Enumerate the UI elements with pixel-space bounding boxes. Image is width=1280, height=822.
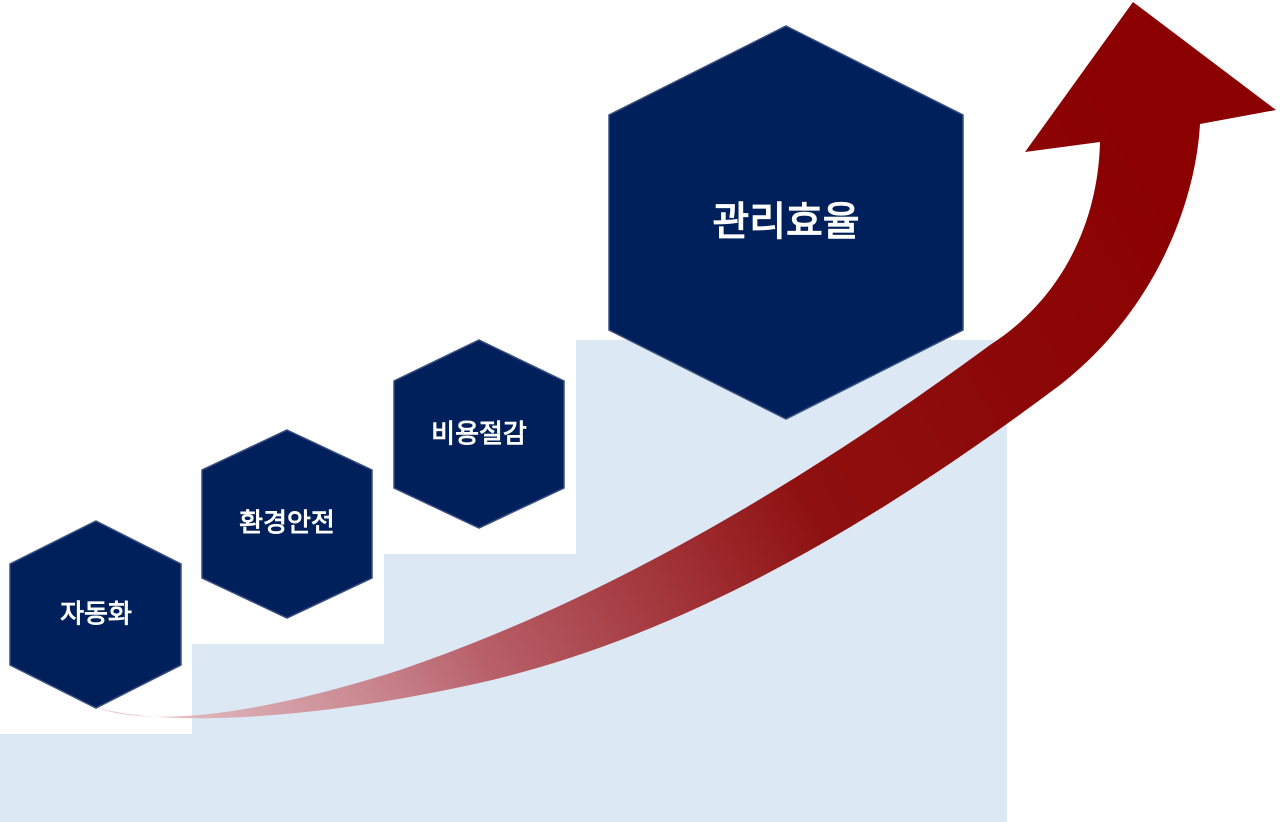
- hexagon-automation: [9, 520, 182, 709]
- growth-arrow: [92, 2, 1276, 719]
- hexagon-management-efficiency: [608, 25, 964, 420]
- staircase-background: [0, 340, 1007, 822]
- step-label-cost-reduction: 비용절감: [431, 420, 527, 450]
- hexagon-environment-safety: [201, 429, 373, 619]
- step-label-automation: 자동화: [60, 600, 132, 630]
- step-label-management-efficiency: 관리효율: [712, 199, 859, 245]
- hexagon-cost-reduction: [393, 339, 565, 529]
- step-label-environment-safety: 환경안전: [239, 509, 335, 539]
